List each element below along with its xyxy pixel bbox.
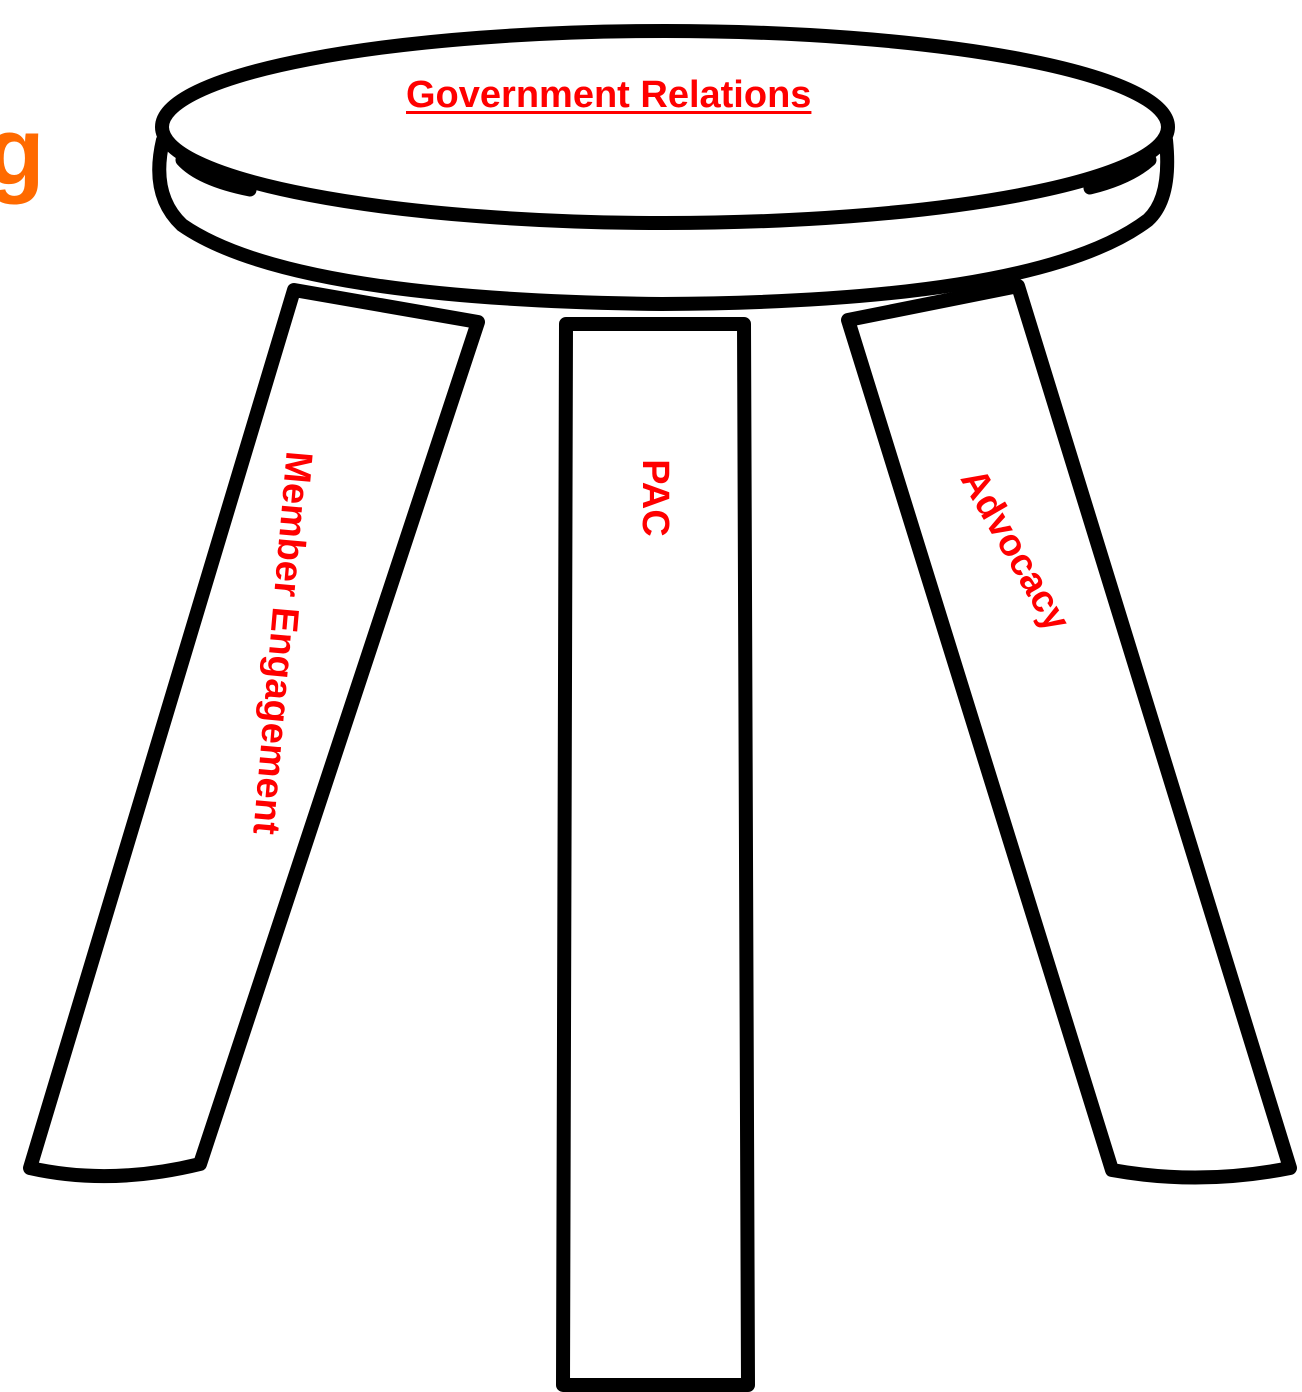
stool-seat-top xyxy=(162,31,1168,223)
cropped-text-fragment: g xyxy=(0,104,45,200)
leg-label-pac: PAC xyxy=(636,443,674,553)
title-government-relations: Government Relations xyxy=(406,76,811,114)
stool-leg-right xyxy=(848,286,1290,1178)
